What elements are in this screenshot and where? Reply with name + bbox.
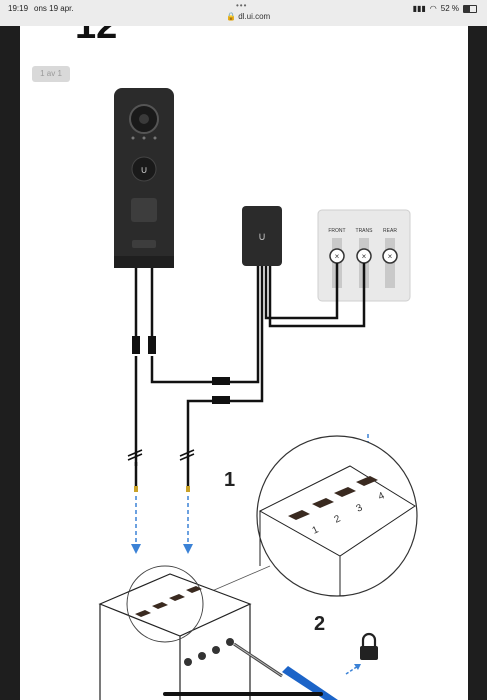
status-indicators: ▮▮▮ ◠ 52 % (413, 4, 477, 13)
terminal-number-3: 3 (355, 502, 365, 515)
signal-icon: ▮▮▮ (412, 4, 426, 13)
svg-text:∪: ∪ (258, 231, 266, 243)
address-bar-url[interactable]: 🔒 dl.ui.com (226, 12, 271, 21)
svg-text:×: × (388, 252, 393, 261)
svg-text:×: × (335, 252, 340, 261)
screwdriver-icon (233, 642, 338, 700)
small-zoom-circle (126, 565, 204, 643)
switch-label-rear: REAR (383, 228, 397, 234)
step-label-2: 2 (314, 613, 325, 635)
terminal-number-1: 1 (311, 524, 321, 537)
lock-icon (360, 632, 378, 660)
svg-text:×: × (362, 252, 367, 261)
multitask-dots-icon[interactable]: ••• (236, 1, 248, 10)
terminal-number-2: 2 (333, 513, 343, 526)
svg-text:∪: ∪ (140, 165, 147, 176)
step-label-1: 1 (224, 469, 235, 491)
url-text: dl.ui.com (238, 12, 271, 21)
terminal-number-4: 4 (377, 490, 387, 503)
viewer-right-margin (468, 26, 487, 700)
step-number-partial: 12 (75, 26, 117, 47)
terminal-slots (288, 476, 378, 520)
page-indicator: 1 av 1 (32, 66, 70, 82)
terminal-block-detail (258, 465, 416, 596)
status-time: 19:19 (8, 4, 29, 13)
wiring-diagram: 12 ∪ ∪ FRONT TRANS REAR (75, 26, 418, 700)
battery-percent: 52 % (440, 4, 459, 13)
battery-icon (463, 4, 477, 13)
status-date: ons 19 apr. (34, 4, 74, 13)
document-page: 12 ∪ ∪ FRONT TRANS REAR (20, 26, 468, 700)
home-indicator[interactable] (163, 692, 323, 696)
switch-label-trans: TRANS (356, 228, 374, 234)
doorbell-device-icon: ∪ (114, 88, 174, 268)
wiring-lines (134, 263, 366, 486)
ios-status-bar: 19:19 ons 19 apr. ••• 🔒 dl.ui.com ▮▮▮ ◠ … (0, 0, 487, 26)
viewer-left-margin (0, 26, 20, 700)
power-adapter-icon: ∪ (242, 206, 282, 266)
switch-label-front: FRONT (328, 228, 345, 234)
wifi-icon: ◠ (429, 4, 437, 13)
junction-box-icon (98, 573, 252, 700)
